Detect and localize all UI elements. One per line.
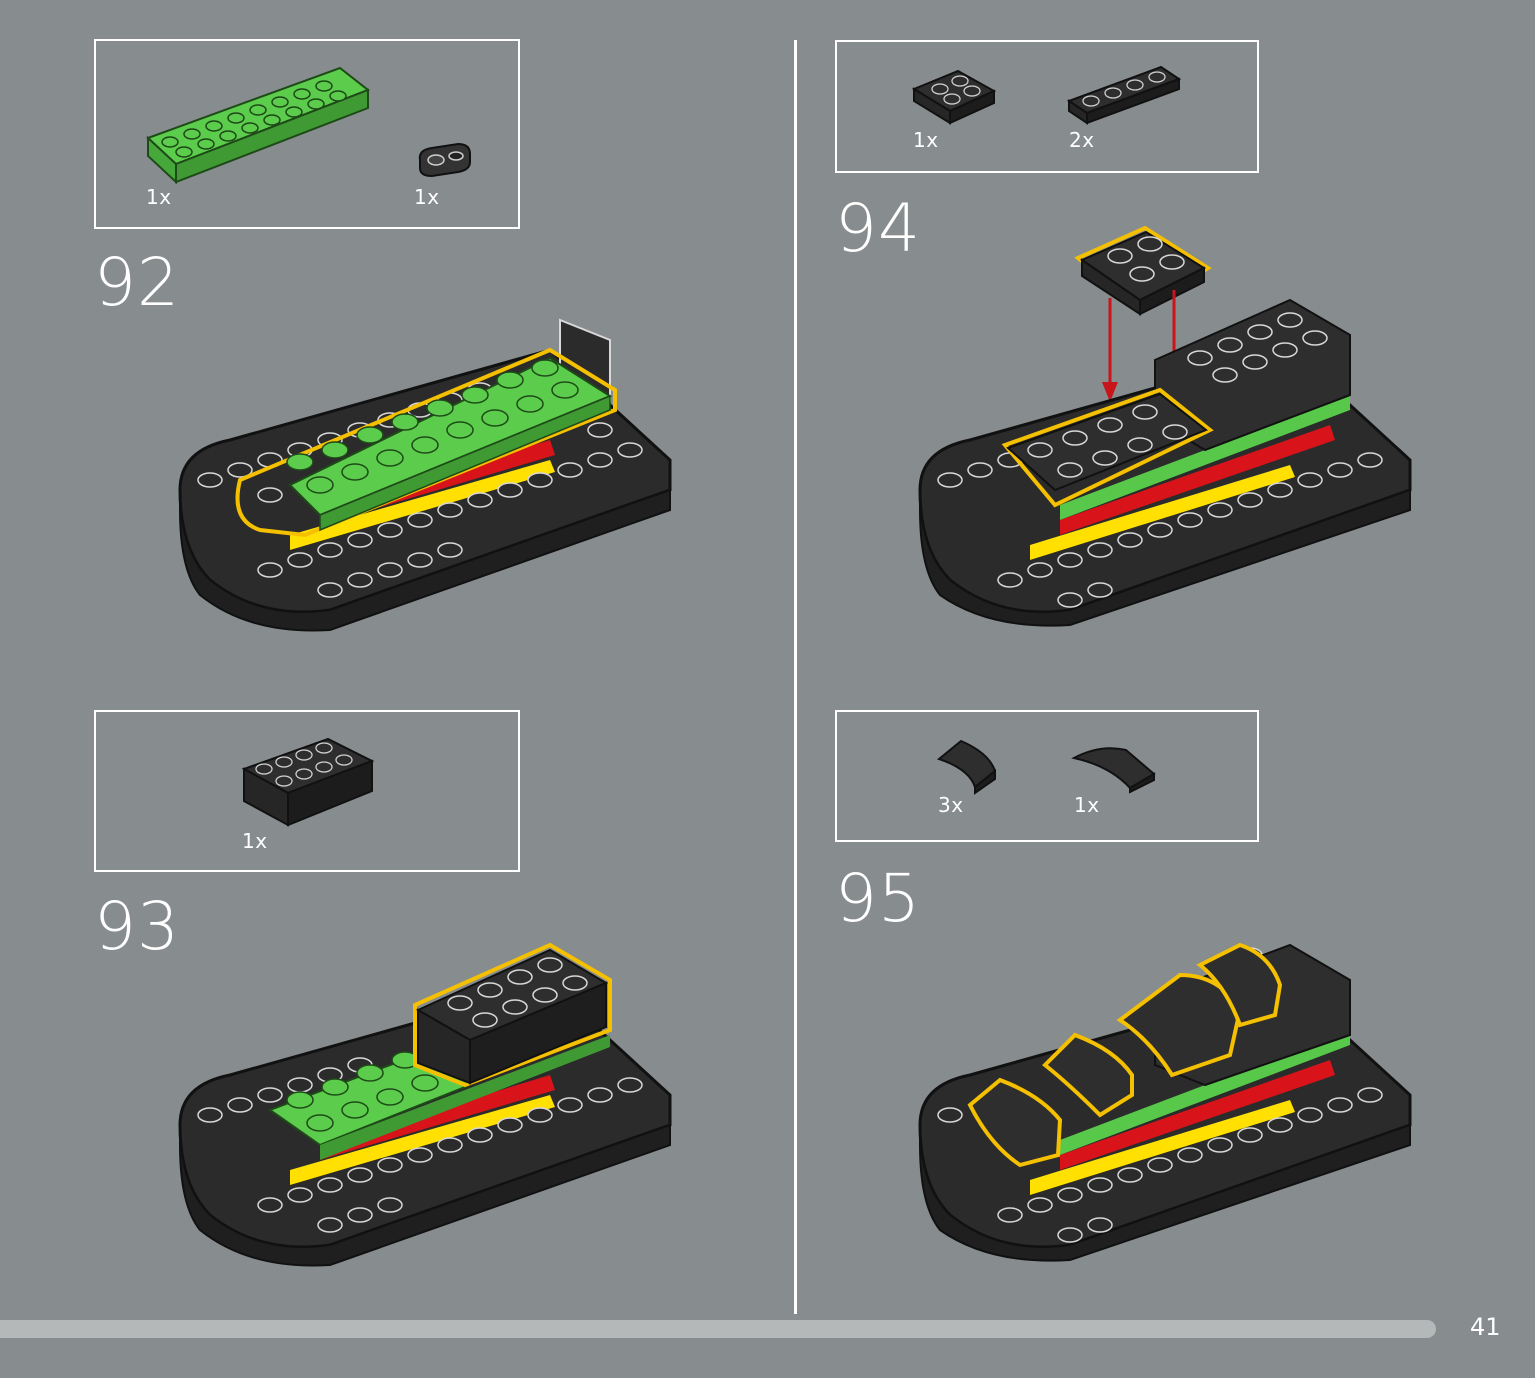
column-divider [794,40,797,1314]
step-93-model-illustration [178,942,672,1267]
page-number: 41 [1470,1313,1501,1341]
black-slope-curved-2x1-icon [1071,747,1156,794]
step-number: 95 [835,860,921,937]
part-qty: 3x [938,793,964,817]
step-92-model-illustration [178,318,672,632]
part-qty: 1x [913,128,939,152]
black-plate-1x4-icon [1066,65,1182,125]
step-number: 94 [835,190,921,267]
black-plate-1x2-rounded-icon [418,142,471,178]
black-plate-2x2-icon [911,69,997,125]
parts-callout-step-93 [94,710,520,872]
part-qty: 2x [1069,128,1095,152]
part-qty: 1x [1074,793,1100,817]
part-qty: 1x [242,829,268,853]
progress-bar [0,1320,1436,1338]
parts-callout-step-92 [94,39,520,229]
part-qty: 1x [414,185,440,209]
part-qty: 1x [146,185,172,209]
green-plate-2x8-icon [146,66,371,185]
step-number: 93 [94,888,180,965]
black-brick-2x4-icon [241,737,375,827]
black-slope-curved-2x2-icon [936,739,997,795]
parts-callout-step-95 [835,710,1259,842]
step-number: 92 [94,244,180,321]
step-95-model-illustration [918,942,1412,1262]
step-94-model-illustration [918,225,1412,627]
parts-callout-step-94 [835,40,1259,173]
